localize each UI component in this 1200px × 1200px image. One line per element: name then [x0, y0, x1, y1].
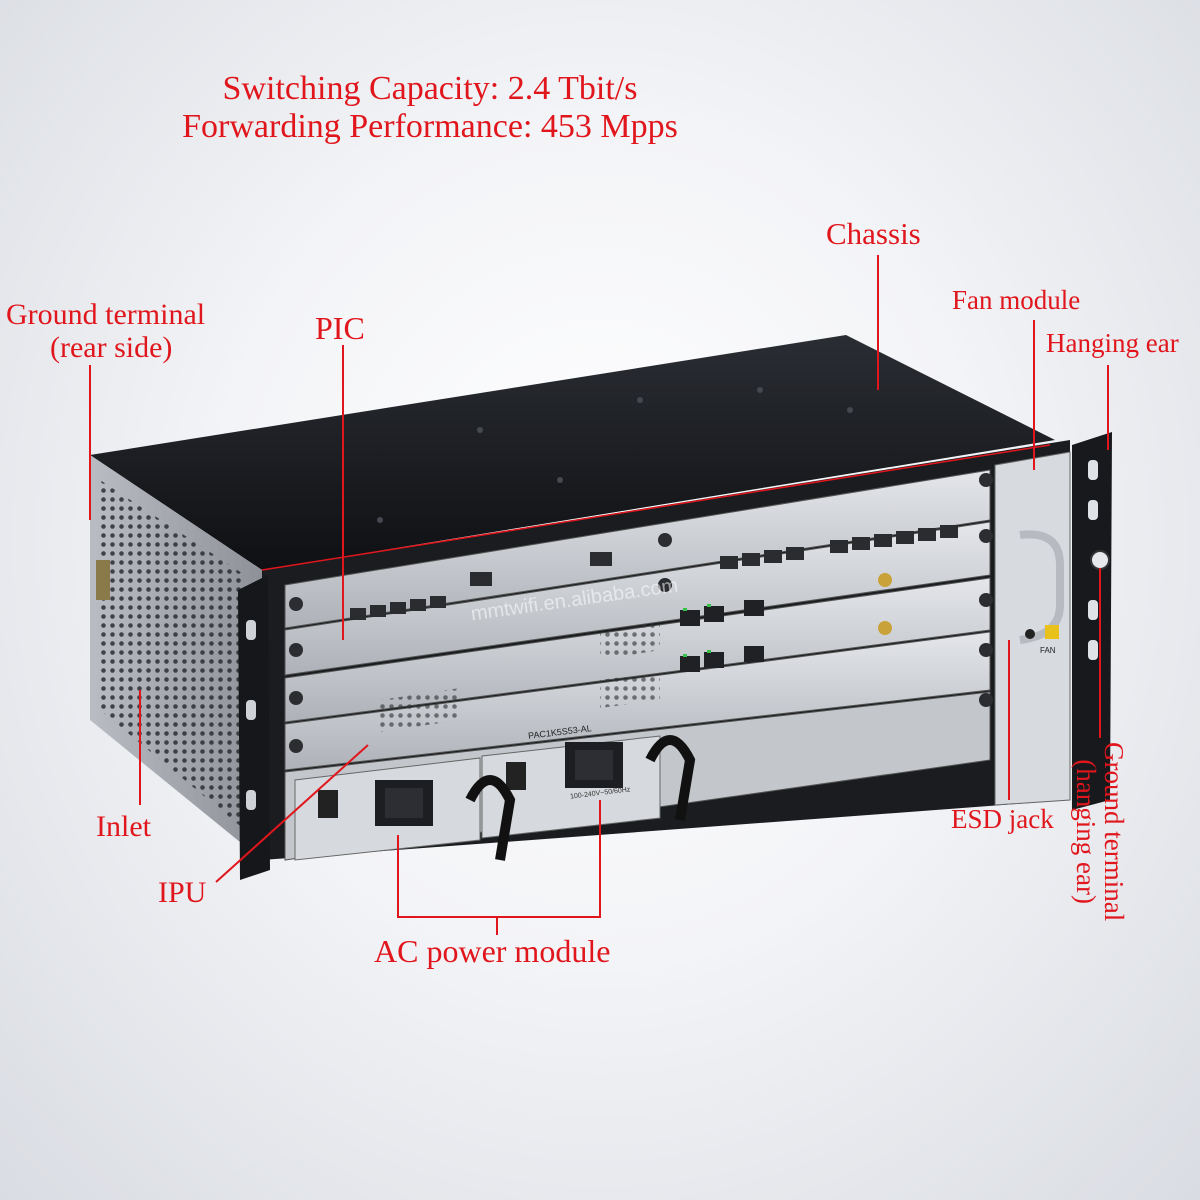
spec-forwarding-performance: Forwarding Performance: 453 Mpps: [182, 108, 678, 145]
label-ipu: IPU: [158, 876, 207, 909]
label-chassis: Chassis: [826, 216, 921, 251]
fan-tag-label: FAN: [1040, 646, 1056, 655]
label-ground-rear-line2: (rear side): [50, 331, 173, 364]
label-esd-jack: ESD jack: [951, 804, 1054, 834]
label-inlet: Inlet: [96, 810, 151, 843]
spec-switching-capacity: Switching Capacity: 2.4 Tbit/s: [222, 70, 638, 107]
label-ground-terminal-hanging-ear: Ground terminal (hanging ear): [1070, 742, 1129, 922]
label-ground-ear-line2: (hanging ear): [1070, 759, 1101, 904]
esd-jack: [1025, 629, 1035, 639]
label-pic: PIC: [315, 310, 365, 346]
label-ac-power-module: AC power module: [374, 933, 611, 969]
label-ground-ear-line1: Ground terminal: [1099, 742, 1129, 922]
ground-terminal-ear-bolt: [1090, 550, 1110, 570]
ground-terminal-rear-bolt: [96, 560, 110, 600]
label-hanging-ear: Hanging ear: [1046, 328, 1179, 358]
pic-slot-1: [284, 469, 991, 629]
chassis-top: [90, 335, 1055, 570]
right-hanging-ear: [1072, 432, 1112, 810]
label-fan-module: Fan module: [952, 285, 1081, 315]
label-ground-rear-line1: Ground terminal: [6, 298, 206, 331]
